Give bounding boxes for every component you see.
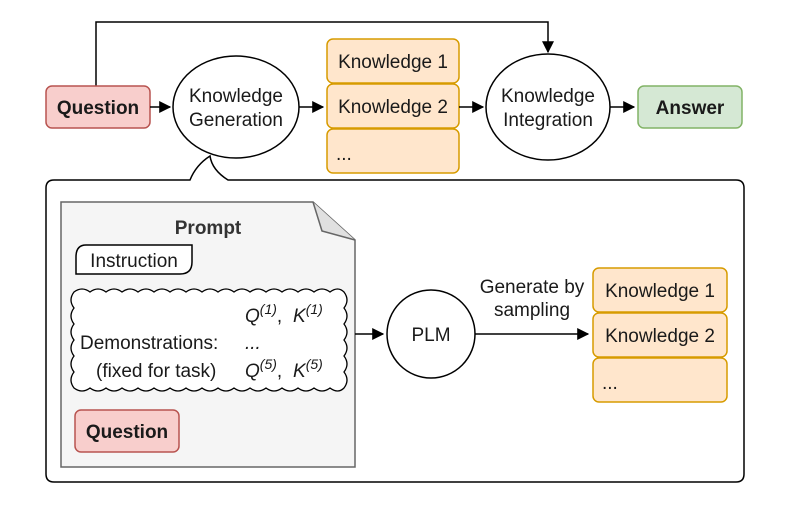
- demonstrations-label: Demonstrations:: [80, 333, 218, 354]
- skip-connection-arrow: [95, 21, 554, 86]
- knowledge-top-item-2: Knowledge 2: [338, 97, 448, 118]
- answer-node: Answer: [637, 85, 743, 129]
- generate-label-line2: sampling: [494, 300, 570, 321]
- knowledge-generation-node: Knowledge Generation: [172, 55, 300, 159]
- knowledge-generation-line1: Knowledge: [189, 86, 283, 107]
- demo-k1: K(1): [293, 301, 323, 327]
- knowledge-stack-top: Knowledge 1 Knowledge 2 ...: [326, 38, 460, 174]
- plm-label: PLM: [411, 325, 450, 346]
- prompt-question-label: Question: [86, 422, 168, 443]
- knowledge-top-item-1: Knowledge 1: [338, 52, 448, 73]
- knowledge-integration-line2: Integration: [503, 110, 593, 131]
- knowledge-stack-bottom: Knowledge 1 Knowledge 2 ...: [592, 267, 728, 403]
- knowledge-bottom-item-2: Knowledge 2: [605, 326, 715, 347]
- knowledge-generation-line2: Generation: [189, 110, 283, 131]
- question-label: Question: [57, 98, 139, 119]
- prompt-question-node: Question: [74, 409, 180, 453]
- generate-label-line1: Generate by: [480, 277, 585, 298]
- instruction-box: Instruction: [75, 244, 193, 275]
- demonstrations-box: Demonstrations: (fixed for task) Q(1), K…: [70, 288, 348, 392]
- answer-label: Answer: [656, 98, 725, 119]
- knowledge-bottom-item-3: ...: [602, 373, 618, 394]
- knowledge-integration-node: Knowledge Integration: [485, 53, 611, 161]
- demo-ellipsis: ...: [245, 333, 261, 354]
- demo-k5: K(5): [293, 356, 323, 382]
- demo-q1: Q(1),: [245, 301, 282, 327]
- knowledge-top-item-3: ...: [336, 144, 352, 165]
- prompt-title: Prompt: [175, 218, 242, 239]
- question-node: Question: [45, 85, 151, 129]
- instruction-label: Instruction: [90, 251, 178, 272]
- knowledge-bottom-item-1: Knowledge 1: [605, 281, 715, 302]
- demonstrations-sublabel: (fixed for task): [96, 361, 216, 382]
- plm-node: PLM: [386, 289, 476, 379]
- demo-q5: Q(5),: [245, 356, 282, 382]
- knowledge-integration-line1: Knowledge: [501, 86, 595, 107]
